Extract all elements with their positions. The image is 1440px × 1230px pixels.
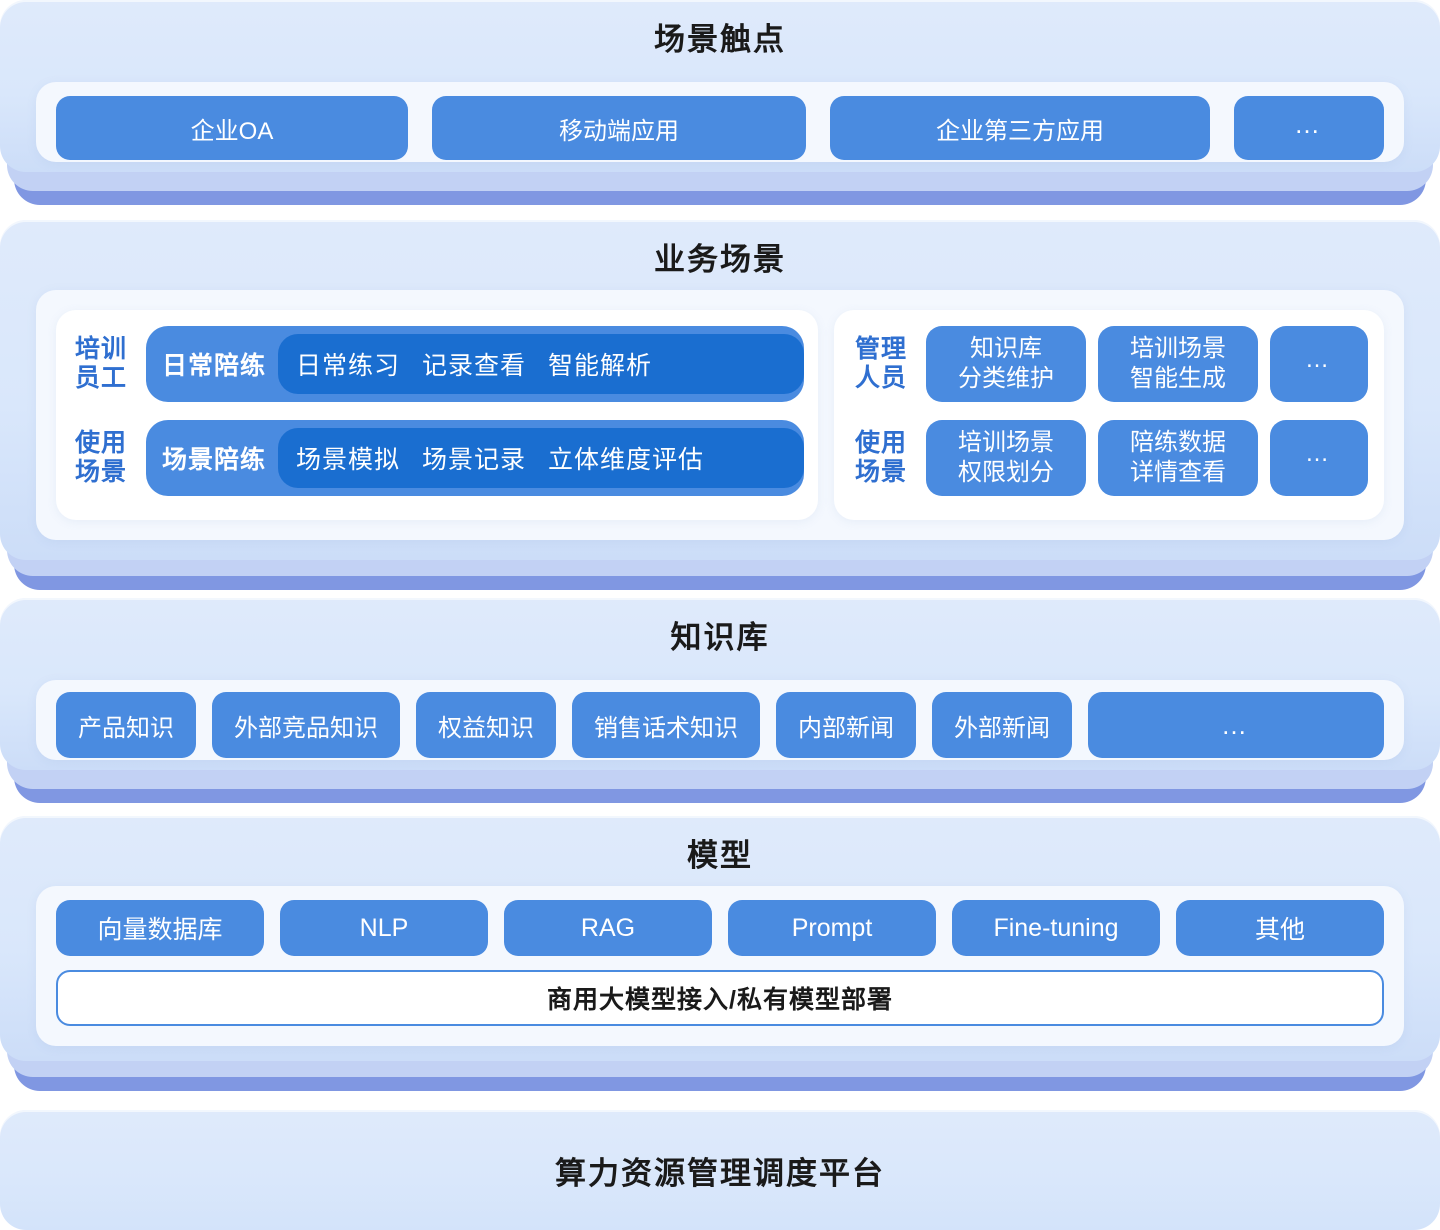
model-chip-rag[interactable]: RAG — [504, 900, 712, 956]
row-label-line2: 员工 — [74, 364, 127, 392]
pill-label: 场景陪练 — [162, 446, 267, 474]
touchpoint-chip-oa[interactable]: 企业OA — [56, 96, 408, 160]
row-label-line1: 使用 — [854, 429, 907, 457]
chip-line1: 培训场景 — [958, 429, 1054, 456]
layer-business-scenarios: 业务场景 培训 员工 日常陪练 日常练习 记录查看 — [0, 220, 1440, 590]
touchpoints-chip-row: 企业OA 移动端应用 企业第三方应用 … — [56, 96, 1384, 160]
layer-title-compute-platform: 算力资源管理调度平台 — [555, 1156, 885, 1191]
subitem-record-view[interactable]: 记录查看 — [422, 352, 527, 380]
layer-body: 算力资源管理调度平台 — [0, 1110, 1440, 1230]
business-row-admin-staff: 管理 人员 知识库 分类维护 — [850, 326, 1368, 402]
layer-compute-platform: 算力资源管理调度平台 — [0, 1110, 1440, 1230]
chip-line1: 陪练数据 — [1130, 429, 1226, 456]
layer-knowledge-base: 知识库 产品知识 外部竞品知识 权益知识 销售话术知识 内部新闻 外部新闻 … — [0, 598, 1440, 803]
row-label-usage-scenario-right: 使用 场景 — [850, 429, 912, 487]
business-row-usage-scenario-right: 使用 场景 培训场景 权限划分 — [850, 420, 1368, 496]
model-chip-vector-db[interactable]: 向量数据库 — [56, 900, 264, 956]
layer-title-model: 模型 — [687, 838, 753, 873]
usage-chip-coaching-data[interactable]: 陪练数据 详情查看 — [1098, 420, 1258, 496]
chip-line2: 智能生成 — [1130, 365, 1226, 392]
chip-line2: 权限划分 — [958, 459, 1054, 486]
admin-chip-more-icon[interactable]: … — [1270, 326, 1368, 402]
model-card: 向量数据库 NLP RAG Prompt Fine-tuning 其他 商用大模… — [36, 886, 1404, 1046]
subitem-smart-analysis[interactable]: 智能解析 — [548, 352, 653, 380]
chip-line1: 知识库 — [970, 335, 1042, 362]
pill-daily-coaching[interactable]: 日常陪练 日常练习 记录查看 智能解析 — [146, 326, 804, 402]
subitem-multidim-evaluation[interactable]: 立体维度评估 — [548, 446, 705, 474]
kb-chip-sales-script[interactable]: 销售话术知识 — [572, 692, 760, 758]
usage-chip-row: 培训场景 权限划分 陪练数据 详情查看 … — [926, 420, 1368, 496]
chip-line2: 分类维护 — [958, 365, 1054, 392]
pill-inner-subitems: 场景模拟 场景记录 立体维度评估 — [278, 428, 804, 488]
model-chip-row: 向量数据库 NLP RAG Prompt Fine-tuning 其他 — [56, 900, 1384, 956]
usage-chip-scenario-permission[interactable]: 培训场景 权限划分 — [926, 420, 1086, 496]
row-label-line2: 人员 — [854, 364, 907, 392]
pill-label: 日常陪练 — [162, 352, 267, 380]
business-row-usage-scenario: 使用 场景 场景陪练 场景模拟 场景记录 立体维度评估 — [70, 420, 804, 496]
model-chip-fine-tuning[interactable]: Fine-tuning — [952, 900, 1160, 956]
admin-chip-kb-category[interactable]: 知识库 分类维护 — [926, 326, 1086, 402]
business-row-training-employee: 培训 员工 日常陪练 日常练习 记录查看 智能解析 — [70, 326, 804, 402]
model-chip-prompt[interactable]: Prompt — [728, 900, 936, 956]
usage-chip-more-icon[interactable]: … — [1270, 420, 1368, 496]
row-label-usage-scenario: 使用 场景 — [70, 429, 132, 487]
chip-line2: 详情查看 — [1130, 459, 1226, 486]
row-label-line1: 管理 — [854, 335, 907, 363]
kb-chip-external-news[interactable]: 外部新闻 — [932, 692, 1072, 758]
model-chip-nlp[interactable]: NLP — [280, 900, 488, 956]
row-label-line2: 场景 — [854, 458, 907, 486]
row-label-admin-staff: 管理 人员 — [850, 335, 912, 393]
pill-inner-subitems: 日常练习 记录查看 智能解析 — [278, 334, 804, 394]
touchpoints-card: 企业OA 移动端应用 企业第三方应用 … — [36, 82, 1404, 162]
row-label-line1: 使用 — [74, 429, 127, 457]
subitem-scenario-record[interactable]: 场景记录 — [422, 446, 527, 474]
pill-scenario-coaching[interactable]: 场景陪练 场景模拟 场景记录 立体维度评估 — [146, 420, 804, 496]
touchpoint-chip-thirdparty[interactable]: 企业第三方应用 — [830, 96, 1210, 160]
row-label-line2: 场景 — [74, 458, 127, 486]
subitem-scenario-simulation[interactable]: 场景模拟 — [296, 446, 401, 474]
knowledge-base-chip-row: 产品知识 外部竞品知识 权益知识 销售话术知识 内部新闻 外部新闻 … — [56, 692, 1384, 758]
touchpoint-chip-mobile[interactable]: 移动端应用 — [432, 96, 806, 160]
row-label-line1: 培训 — [74, 335, 127, 363]
layer-title-touchpoints: 场景触点 — [654, 22, 786, 57]
chip-line1: 培训场景 — [1130, 335, 1226, 362]
layer-model: 模型 向量数据库 NLP RAG Prompt Fine-tuning 其他 商… — [0, 816, 1440, 1091]
subitem-daily-practice[interactable]: 日常练习 — [296, 352, 401, 380]
business-outer-card: 培训 员工 日常陪练 日常练习 记录查看 智能解析 — [36, 290, 1404, 540]
kb-chip-internal-news[interactable]: 内部新闻 — [776, 692, 916, 758]
admin-chip-scenario-gen[interactable]: 培训场景 智能生成 — [1098, 326, 1258, 402]
row-label-training-employee: 培训 员工 — [70, 335, 132, 393]
model-deployment-box[interactable]: 商用大模型接入/私有模型部署 — [56, 970, 1384, 1026]
touchpoint-chip-more-icon[interactable]: … — [1234, 96, 1384, 160]
admin-chip-row: 知识库 分类维护 培训场景 智能生成 … — [926, 326, 1368, 402]
layer-touchpoints: 场景触点 企业OA 移动端应用 企业第三方应用 … — [0, 0, 1440, 205]
layer-title-knowledge-base: 知识库 — [670, 620, 770, 655]
business-right-card: 管理 人员 知识库 分类维护 — [834, 310, 1384, 520]
knowledge-base-card: 产品知识 外部竞品知识 权益知识 销售话术知识 内部新闻 外部新闻 … — [36, 680, 1404, 760]
kb-chip-product[interactable]: 产品知识 — [56, 692, 196, 758]
business-left-card: 培训 员工 日常陪练 日常练习 记录查看 智能解析 — [56, 310, 818, 520]
model-chip-other[interactable]: 其他 — [1176, 900, 1384, 956]
kb-chip-benefits[interactable]: 权益知识 — [416, 692, 556, 758]
layer-title-business: 业务场景 — [654, 242, 786, 277]
kb-chip-more-icon[interactable]: … — [1088, 692, 1384, 758]
kb-chip-competitor[interactable]: 外部竞品知识 — [212, 692, 400, 758]
